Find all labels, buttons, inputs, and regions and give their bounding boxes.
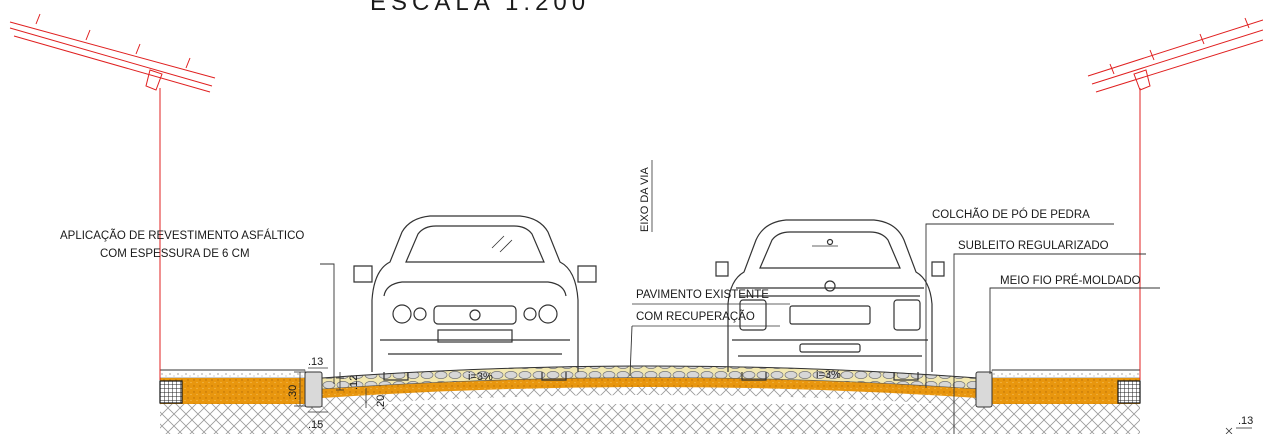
- dim-curb-bottom: .15: [308, 419, 323, 431]
- drawing-title: ESCALA 1:200: [370, 0, 590, 16]
- road-axis-label: EIXO DA VIA: [639, 167, 651, 232]
- dim-curb-top: .13: [308, 356, 323, 368]
- dim-base: .20: [375, 395, 387, 410]
- curb-note: MEIO FIO PRÉ-MOLDADO: [1000, 274, 1141, 287]
- slope-right: i=3%: [816, 369, 841, 381]
- drain-grate-icon: [159, 380, 183, 404]
- subgrade-callout: SUBLEITO REGULARIZADO: [953, 240, 1146, 434]
- dimension-marks: [294, 367, 1252, 434]
- dim-asphalt: .12: [348, 375, 360, 390]
- car-front-icon: [353, 215, 597, 381]
- asphalt-note-line2: COM ESPESSURA DE 6 CM: [100, 248, 250, 260]
- drain-grate-icon: [1117, 380, 1141, 404]
- curb-right: [975, 371, 993, 408]
- existing-note-line2: COM RECUPERAÇÃO: [636, 310, 755, 323]
- dim-curb-height: .30: [287, 385, 299, 400]
- stone-dust-note: COLCHÃO DE PÓ DE PEDRA: [932, 208, 1090, 221]
- curb-left: [304, 371, 323, 408]
- asphalt-note-line1: APLICAÇÃO DE REVESTIMENTO ASFÁLTICO: [60, 229, 304, 242]
- pavement-layers: [321, 365, 979, 398]
- existing-pavement-callout: PAVIMENTO EXISTENTE COM RECUPERAÇÃO: [629, 289, 790, 377]
- stone-dust-callout: COLCHÃO DE PÓ DE PEDRA: [925, 208, 1114, 388]
- dim-far-right: .13: [1238, 415, 1253, 427]
- existing-note-line1: PAVIMENTO EXISTENTE: [636, 289, 769, 301]
- subgrade-note: SUBLEITO REGULARIZADO: [958, 240, 1109, 252]
- street-light-icon: [9, 13, 216, 380]
- asphalt-callout: APLICAÇÃO DE REVESTIMENTO ASFÁLTICO COM …: [60, 229, 335, 384]
- street-light-icon: [1087, 17, 1263, 380]
- curb-callout: MEIO FIO PRÉ-MOLDADO: [989, 274, 1160, 374]
- car-rear-icon: [715, 219, 945, 381]
- slope-left: i=3%: [468, 371, 493, 383]
